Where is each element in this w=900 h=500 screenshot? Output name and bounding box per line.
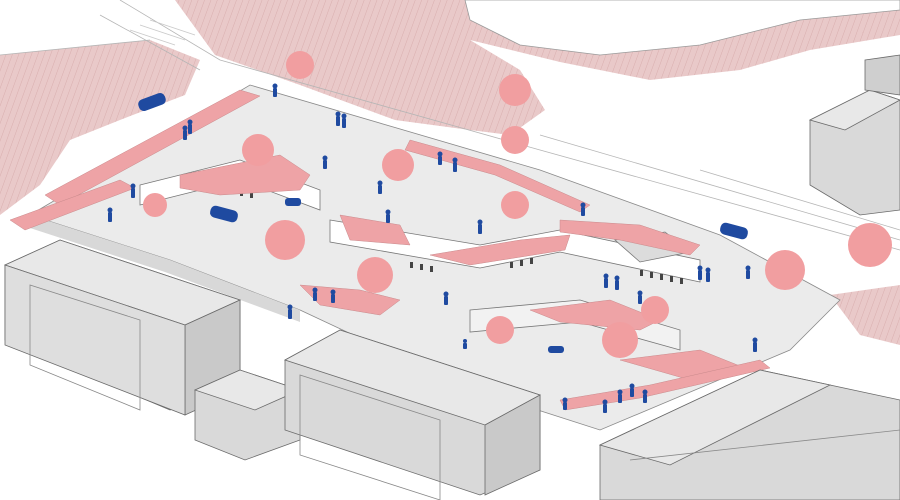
car [548, 346, 564, 353]
person-icon [642, 389, 648, 403]
person-icon [312, 287, 318, 301]
car [720, 222, 748, 240]
planter-southwest [299, 284, 401, 316]
person-icon [477, 219, 483, 234]
building-south-small [193, 369, 302, 461]
road-white-curve [464, 0, 900, 56]
person-icon [452, 157, 458, 172]
tree [286, 51, 314, 79]
plaza-edge-shadow [30, 215, 300, 322]
street-lines [0, 0, 900, 251]
person-icon [107, 207, 113, 222]
tree [265, 220, 305, 260]
car [210, 205, 238, 223]
planter-center-west [179, 154, 311, 196]
person-icon [603, 273, 609, 288]
planter-east [559, 219, 701, 256]
tree [848, 223, 892, 267]
cars [138, 92, 748, 353]
tree [357, 257, 393, 293]
person-icon [637, 290, 643, 304]
planter-northeast [404, 139, 591, 213]
person-icon [385, 209, 391, 223]
person-icon [287, 304, 293, 319]
tree [382, 149, 414, 181]
tree [499, 74, 531, 106]
person-icon [322, 155, 328, 169]
building-southeast [598, 369, 900, 500]
ground-pink-top-center [175, 0, 545, 135]
car [138, 92, 166, 112]
ground-areas [0, 0, 900, 345]
arcade-block-south [469, 299, 681, 351]
planter-center-east [429, 234, 571, 266]
person-icon [629, 383, 635, 397]
planting-beds [9, 89, 771, 411]
building-east [808, 54, 900, 216]
planter-west-edge [9, 179, 136, 231]
building-south-center [283, 329, 542, 500]
tree [501, 191, 529, 219]
person-icon [617, 389, 623, 403]
person-icon [697, 265, 703, 280]
person-icon [562, 397, 568, 410]
tree [501, 126, 529, 154]
car [285, 198, 301, 206]
person-icon [614, 275, 620, 290]
tree [641, 296, 669, 324]
person-icon [377, 180, 383, 194]
person-icon [580, 202, 586, 216]
person-icon [437, 151, 443, 165]
person-icon [130, 183, 136, 198]
surrounding-buildings [3, 54, 900, 500]
tree [602, 322, 638, 358]
people [107, 83, 758, 413]
person-icon [602, 399, 608, 413]
person-icon [443, 291, 449, 305]
planter-south [529, 299, 661, 331]
trees [143, 51, 892, 358]
tree [765, 250, 805, 290]
person-icon [463, 339, 467, 349]
person-icon [330, 289, 336, 303]
person-icon [745, 265, 751, 279]
person-icon [752, 337, 758, 352]
person-icon [705, 267, 711, 282]
person-icon [335, 111, 341, 126]
ground-pink-right [830, 285, 900, 345]
person-icon [341, 113, 347, 128]
person-icon [182, 125, 188, 140]
person-icon [272, 83, 278, 97]
planter-center [339, 214, 411, 246]
ground-pink-top-left [0, 40, 200, 215]
planter-north-edge [44, 89, 261, 206]
tree [143, 193, 167, 217]
tree [242, 134, 274, 166]
tree [486, 316, 514, 344]
person-icon [187, 119, 193, 134]
